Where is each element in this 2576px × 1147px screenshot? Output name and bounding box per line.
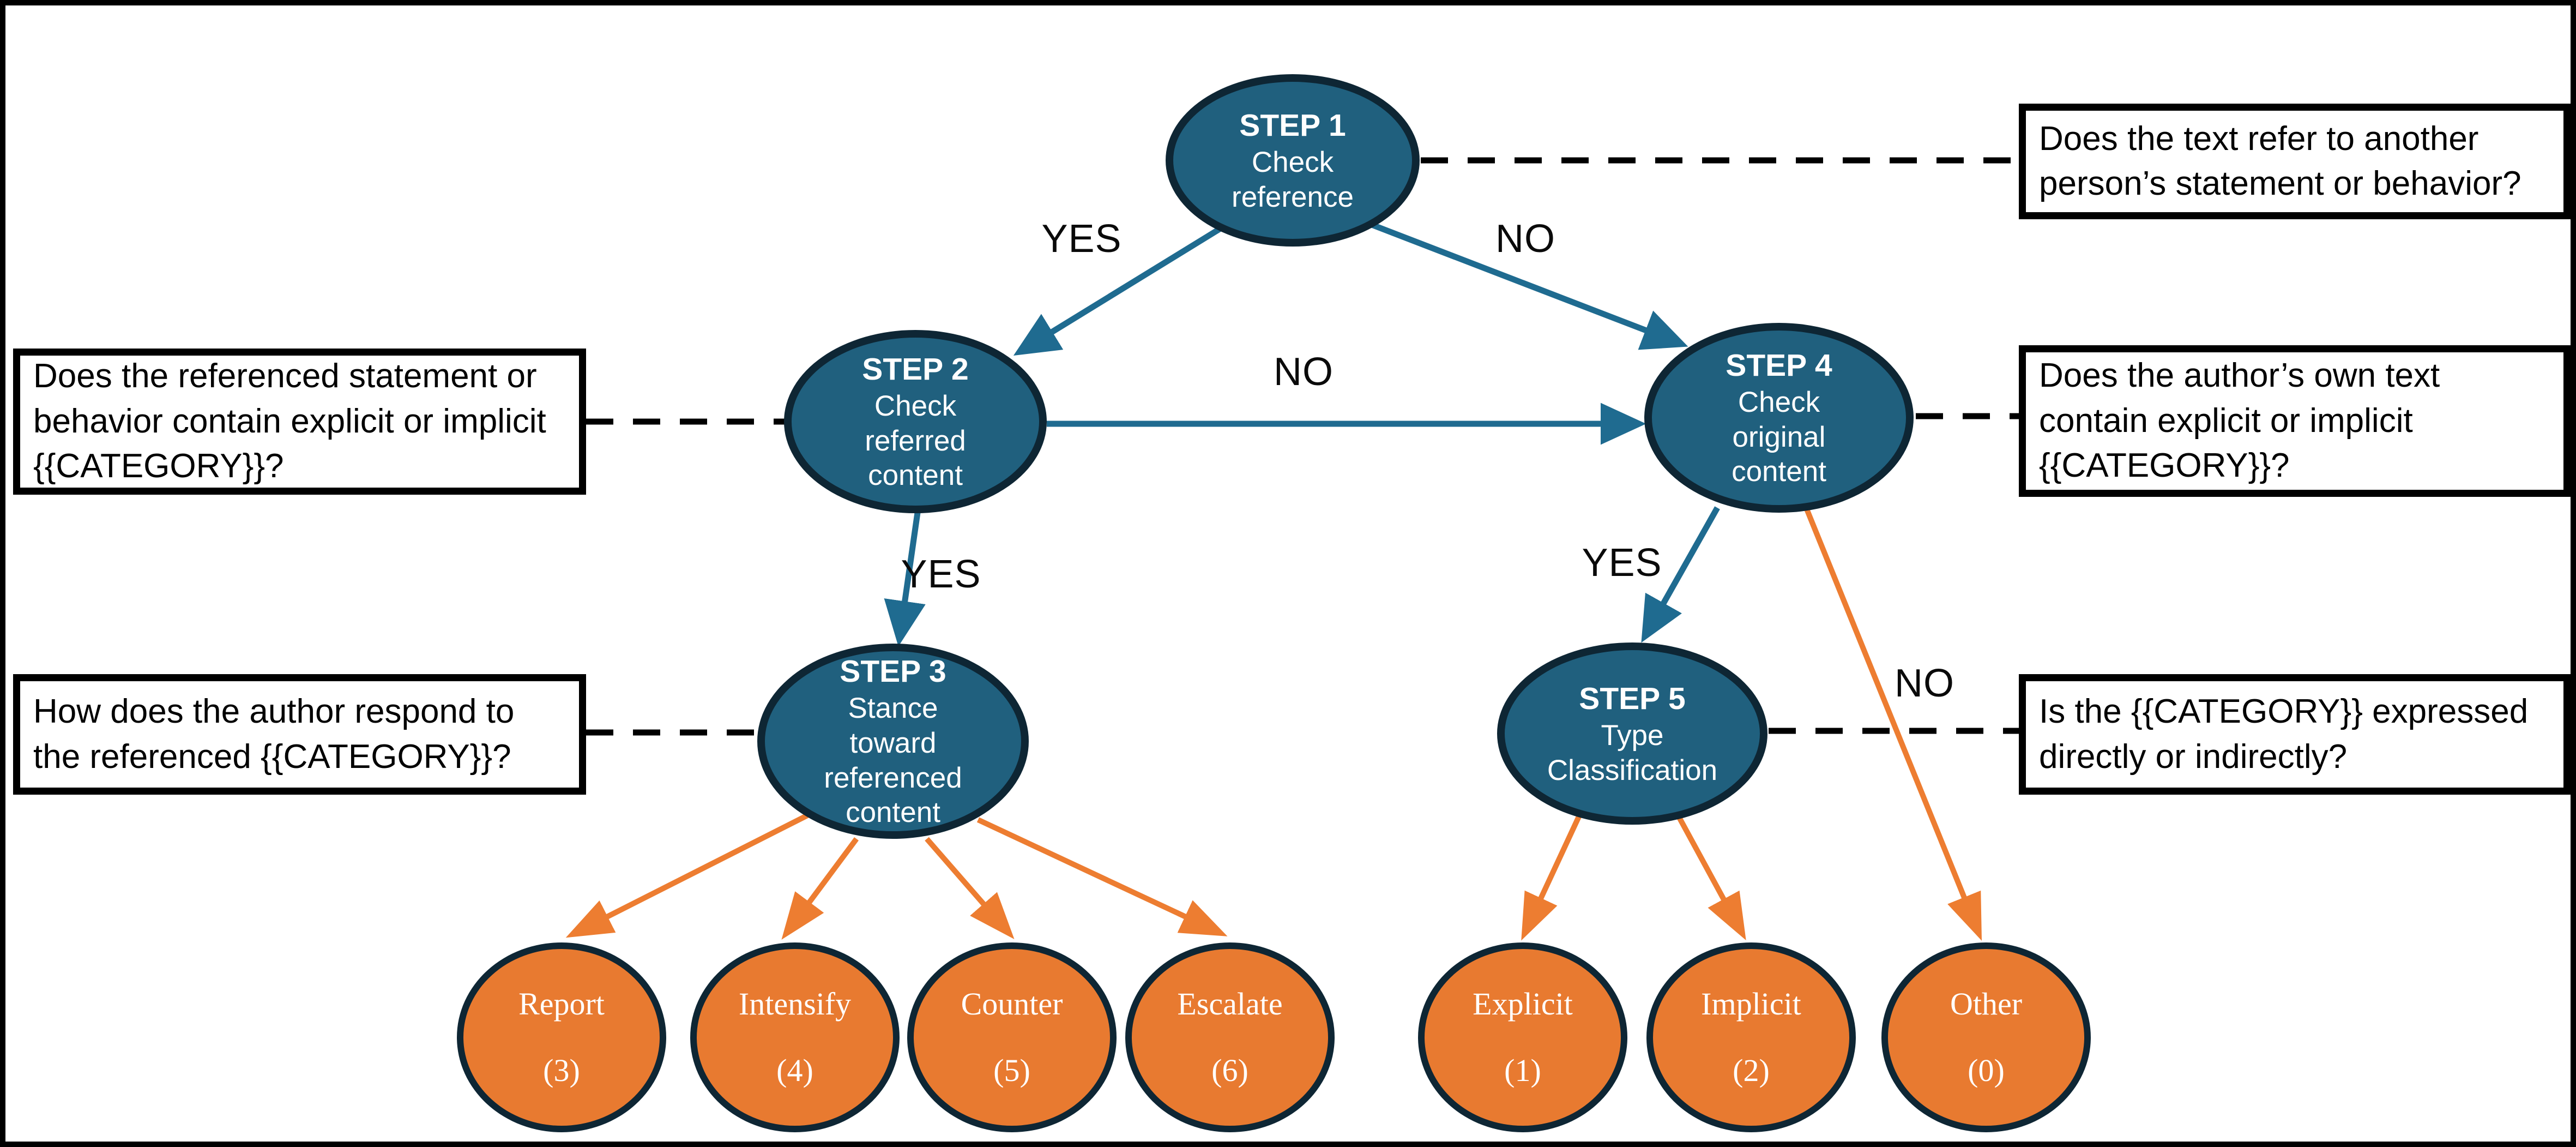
outcome-intensify-label: Intensify bbox=[738, 986, 852, 1022]
node-step1: STEP 1 Check reference bbox=[1166, 74, 1420, 247]
node-step5-line: Classification bbox=[1547, 754, 1718, 786]
outcome-report-code: (3) bbox=[543, 1053, 580, 1088]
node-step4-title: STEP 4 bbox=[1726, 347, 1832, 383]
node-step3-line: Stance bbox=[848, 692, 938, 725]
outcome-implicit-label: Implicit bbox=[1701, 986, 1801, 1022]
outcome-other-code: (0) bbox=[1968, 1053, 2005, 1088]
outcome-other-label: Other bbox=[1950, 986, 2023, 1022]
edge-step3-report bbox=[565, 813, 809, 938]
question-box-expressed: Is the {{CATEGORY}} expressed directly o… bbox=[2019, 674, 2571, 795]
label-step2-no: NO bbox=[1274, 350, 1334, 394]
outcome-other: Other (0) bbox=[1881, 942, 2091, 1132]
outcome-implicit-code: (2) bbox=[1733, 1053, 1770, 1088]
node-step1-title: STEP 1 bbox=[1239, 107, 1346, 143]
node-step1-line: reference bbox=[1232, 181, 1354, 213]
label-step2-yes: YES bbox=[901, 553, 981, 596]
label-step4-yes: YES bbox=[1582, 541, 1662, 585]
node-step2-line: referred bbox=[865, 424, 966, 457]
question-box-referred: Does the referenced statement or behavio… bbox=[13, 349, 586, 495]
node-step1-line: Check bbox=[1251, 146, 1334, 179]
outcome-escalate: Escalate (6) bbox=[1125, 942, 1335, 1132]
label-step1-no: NO bbox=[1495, 217, 1555, 261]
outcome-implicit: Implicit (2) bbox=[1646, 942, 1856, 1132]
question-box-own-text: Does the author’s own text contain expli… bbox=[2019, 345, 2571, 497]
edge-step4-other-no bbox=[1803, 507, 1982, 941]
outcome-escalate-label: Escalate bbox=[1177, 986, 1283, 1022]
question-expressed-text: Is the {{CATEGORY}} expressed directly o… bbox=[2039, 693, 2529, 776]
outcome-report: Report (3) bbox=[457, 942, 666, 1132]
label-step1-yes: YES bbox=[1041, 217, 1122, 261]
node-step3-line: toward bbox=[849, 727, 937, 760]
question-referred-text: Does the referenced statement or behavio… bbox=[33, 357, 546, 485]
node-step3: STEP 3 Stance toward referenced content bbox=[757, 644, 1029, 839]
edge-step3-escalate bbox=[976, 817, 1228, 936]
outcome-escalate-code: (6) bbox=[1211, 1053, 1248, 1088]
edge-step3-intensify bbox=[781, 837, 859, 940]
question-own-text: Does the author’s own text contain expli… bbox=[2039, 357, 2440, 485]
node-step4-line: Check bbox=[1738, 386, 1820, 419]
outcome-counter: Counter (5) bbox=[907, 942, 1117, 1132]
node-step2-title: STEP 2 bbox=[862, 351, 969, 387]
outcome-counter-code: (5) bbox=[993, 1053, 1030, 1088]
outcome-report-label: Report bbox=[518, 986, 605, 1022]
edge-step3-counter bbox=[925, 837, 1015, 940]
node-step5-line: Type bbox=[1601, 719, 1664, 752]
node-step2: STEP 2 Check referred content bbox=[784, 330, 1047, 513]
node-step3-line: content bbox=[846, 796, 940, 829]
node-step4-line: original bbox=[1732, 421, 1826, 453]
node-step3-line: referenced bbox=[824, 761, 962, 794]
question-box-reference: Does the text refer to another person’s … bbox=[2019, 104, 2571, 219]
node-step4: STEP 4 Check original content bbox=[1644, 323, 1914, 513]
outcome-intensify: Intensify (4) bbox=[690, 942, 900, 1132]
node-step3-title: STEP 3 bbox=[840, 654, 946, 689]
edge-step5-implicit bbox=[1675, 814, 1746, 941]
outcome-counter-label: Counter bbox=[961, 986, 1063, 1022]
node-step2-line: Check bbox=[874, 390, 957, 423]
outcome-explicit: Explicit (1) bbox=[1418, 942, 1627, 1132]
edge-step5-explicit bbox=[1521, 814, 1582, 941]
question-respond-text: How does the author respond to the refer… bbox=[33, 693, 515, 776]
question-reference-text: Does the text refer to another person’s … bbox=[2039, 119, 2521, 202]
node-step5: STEP 5 Type Classification bbox=[1497, 642, 1767, 825]
question-box-respond: How does the author respond to the refer… bbox=[13, 674, 586, 795]
node-step4-line: content bbox=[1732, 455, 1826, 488]
node-step2-line: content bbox=[868, 459, 963, 492]
node-step5-title: STEP 5 bbox=[1579, 681, 1686, 716]
outcome-intensify-code: (4) bbox=[776, 1053, 813, 1088]
outcome-explicit-label: Explicit bbox=[1473, 986, 1573, 1022]
outcome-explicit-code: (1) bbox=[1504, 1053, 1541, 1088]
label-step4-no: NO bbox=[1895, 662, 1954, 705]
